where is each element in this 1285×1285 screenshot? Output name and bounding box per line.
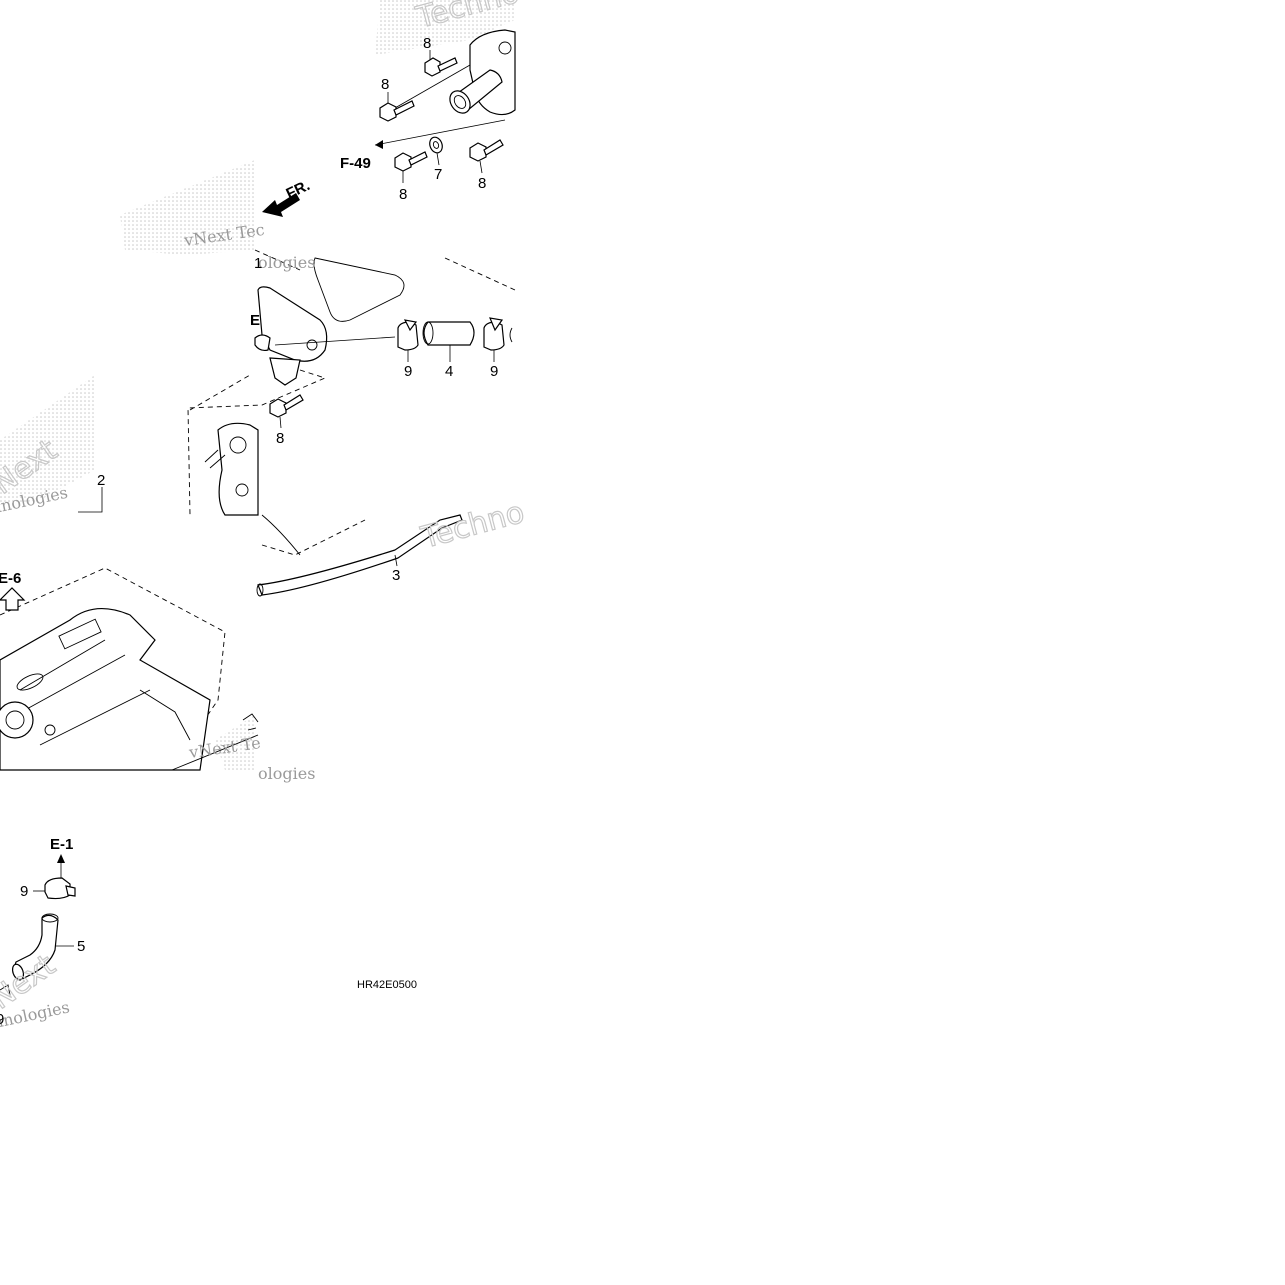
callout-3: 3 bbox=[392, 567, 400, 584]
part-2-leader bbox=[78, 487, 103, 513]
ref-e-partial[interactable]: E bbox=[250, 312, 260, 329]
washer-7 bbox=[429, 136, 443, 166]
bolt-8-middle bbox=[269, 394, 304, 429]
diagram-code: HR42E0500 bbox=[357, 979, 417, 991]
water-hose-5 bbox=[11, 913, 74, 981]
callout-5: 5 bbox=[77, 938, 85, 955]
ref-e1[interactable]: E-1 bbox=[50, 836, 73, 853]
thermostat-housing-group bbox=[374, 29, 516, 149]
water-hose-4 bbox=[422, 321, 475, 362]
callout-1: 1 bbox=[254, 255, 262, 272]
callout-9b: 9 bbox=[490, 363, 498, 380]
callout-9a: 9 bbox=[404, 363, 412, 380]
bolt-8-top-a bbox=[424, 50, 458, 77]
callout-8b: 8 bbox=[381, 76, 389, 93]
callout-4: 4 bbox=[445, 363, 453, 380]
direction-label: FR. bbox=[284, 177, 313, 203]
gasket bbox=[313, 257, 405, 322]
callout-8a: 8 bbox=[423, 35, 431, 52]
watermark-stipple bbox=[0, 0, 515, 770]
callout-8c: 8 bbox=[399, 186, 407, 203]
lower-casting-section bbox=[0, 567, 259, 771]
hose-clamp-9-bottom bbox=[33, 877, 76, 900]
bolt-8-top-b bbox=[379, 92, 415, 122]
water-pipe-3 bbox=[256, 514, 463, 597]
callout-2: 2 bbox=[97, 472, 105, 489]
svg-text:ologies: ologies bbox=[258, 764, 315, 783]
e6-direction-arrow bbox=[0, 587, 26, 611]
hose-clamp-9-right bbox=[483, 317, 513, 362]
engine-casting bbox=[0, 607, 211, 771]
bottom-hose-section bbox=[0, 854, 76, 996]
svg-text:ologies: ologies bbox=[258, 253, 315, 272]
callout-9c: 9 bbox=[20, 883, 28, 900]
engine-block-side bbox=[204, 422, 301, 556]
hose-clamp-9-left bbox=[397, 319, 419, 362]
watermark-text: vNext Tec ologies nnologies vNext Te olo… bbox=[0, 0, 529, 1032]
callout-8d: 8 bbox=[478, 175, 486, 192]
ref-e6[interactable]: E-6 bbox=[0, 570, 21, 587]
bolt-8-top-c bbox=[394, 151, 428, 183]
middle-section bbox=[187, 249, 516, 556]
callout-9d: 9 bbox=[0, 1011, 4, 1028]
callouts: 1 2 3 4 5 7 8 8 8 8 8 9 9 9 9 bbox=[0, 35, 498, 1028]
callout-7: 7 bbox=[434, 166, 442, 183]
svg-text:Techno: Techno bbox=[417, 495, 528, 556]
bolt-8-top-d bbox=[469, 139, 504, 174]
ref-f49[interactable]: F-49 bbox=[340, 155, 371, 172]
front-direction-arrow: FR. bbox=[262, 177, 313, 217]
callout-8e: 8 bbox=[276, 430, 284, 447]
